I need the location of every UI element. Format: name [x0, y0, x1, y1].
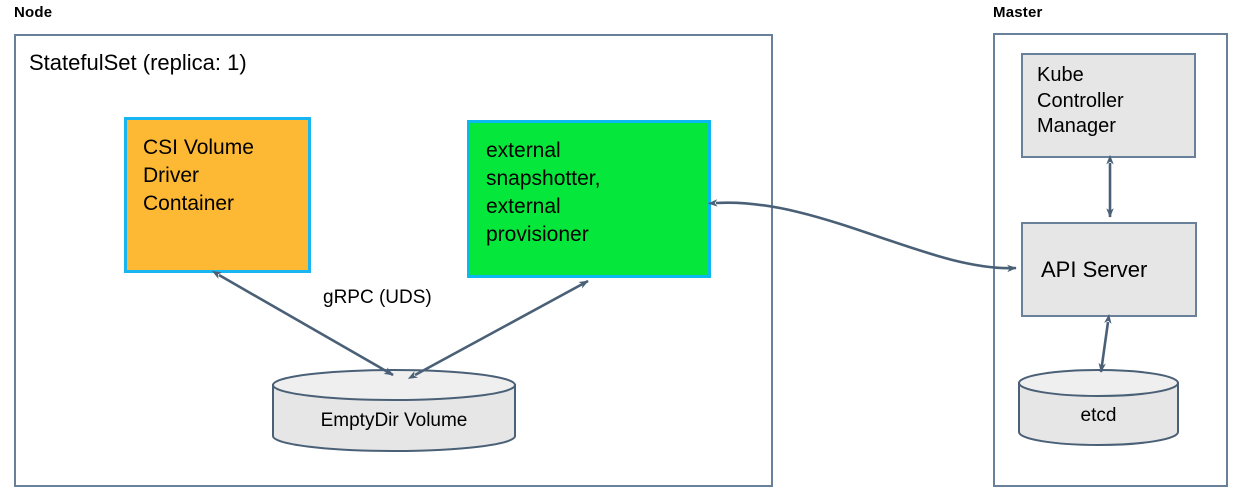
- etcd-cylinder[interactable]: etcd: [1017, 369, 1180, 448]
- external-controllers-line-4: provisioner: [486, 222, 589, 246]
- csi-driver-line-2: Driver: [143, 163, 199, 187]
- api-server-label: API Server: [1041, 256, 1148, 282]
- emptydir-volume-cylinder[interactable]: EmptyDir Volume: [271, 369, 517, 452]
- external-controllers-line-3: external: [486, 194, 561, 218]
- external-snapshotter-provisioner-box[interactable]: external snapshotter, external provision…: [467, 120, 711, 278]
- api-server-box[interactable]: API Server: [1021, 222, 1197, 317]
- external-controllers-line-2: snapshotter,: [486, 166, 601, 190]
- statefulset-title: StatefulSet (replica: 1): [29, 50, 247, 75]
- csi-driver-line-3: Container: [143, 191, 235, 215]
- kube-controller-manager-box[interactable]: Kube Controller Manager: [1021, 53, 1196, 158]
- kube-controller-manager-line-3: Manager: [1037, 115, 1116, 138]
- node-group-label: Node: [14, 4, 53, 21]
- external-controllers-line-1: external: [486, 139, 561, 162]
- kube-controller-manager-line-2: Controller: [1037, 89, 1124, 112]
- master-group-label: Master: [993, 4, 1043, 21]
- csi-volume-driver-container-box[interactable]: CSI Volume Driver Container: [124, 117, 311, 273]
- csi-driver-line-1: CSI Volume: [143, 136, 254, 159]
- kube-controller-manager-line-1: Kube: [1037, 64, 1084, 86]
- grpc-uds-edge-label: gRPC (UDS): [323, 287, 432, 308]
